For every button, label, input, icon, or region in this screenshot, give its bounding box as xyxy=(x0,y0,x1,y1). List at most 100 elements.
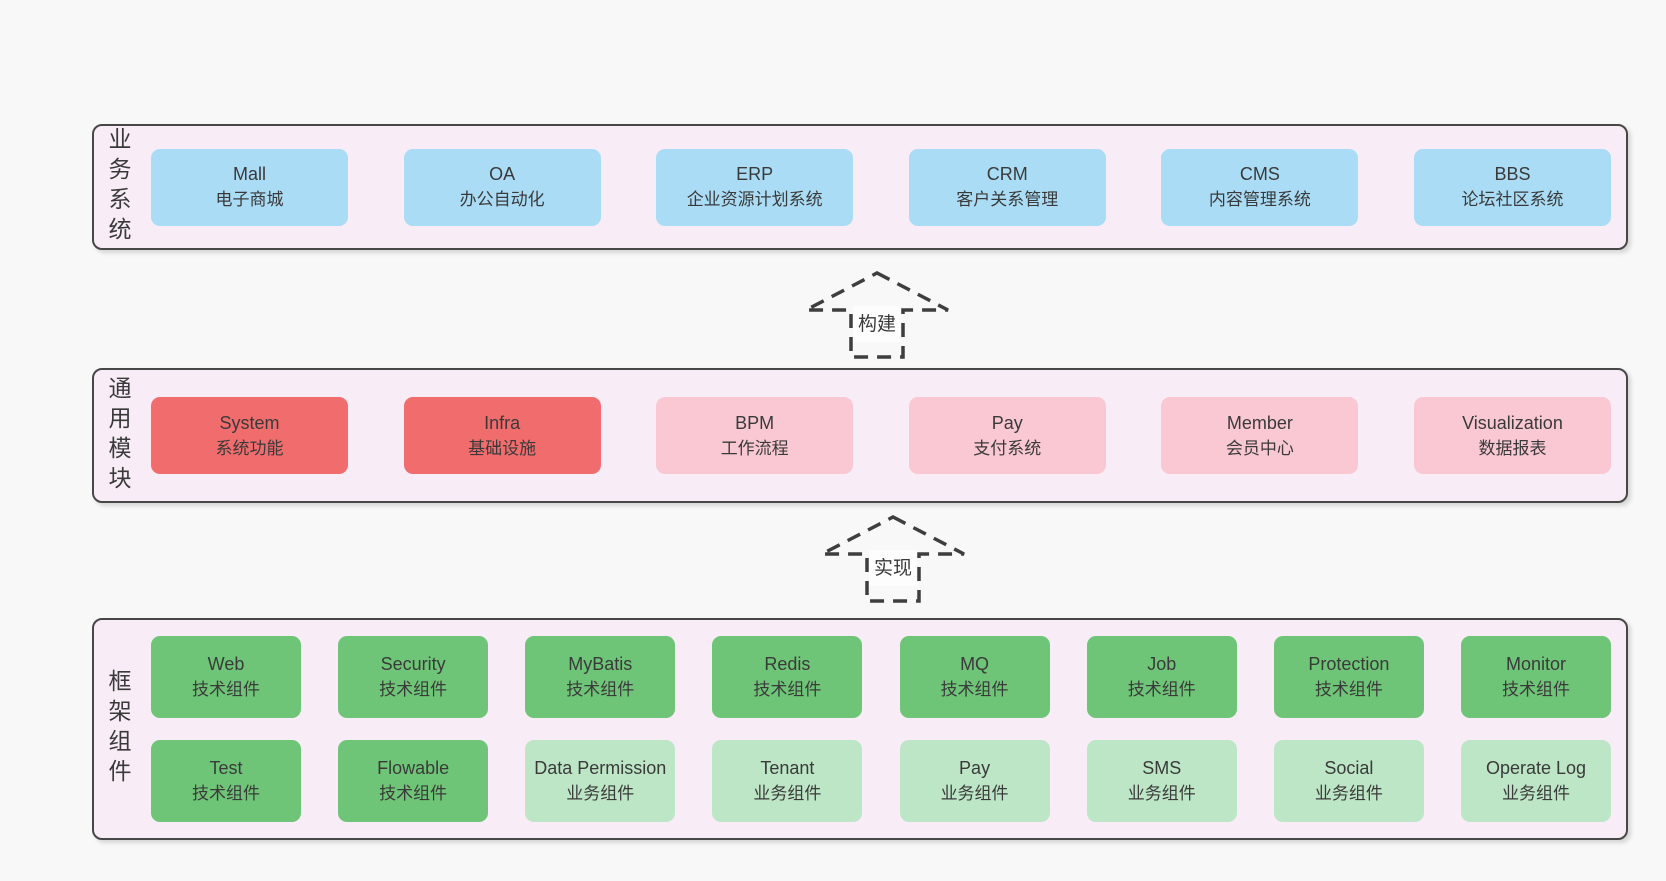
dashed-up-arrow-icon xyxy=(805,271,949,359)
module-box-title: CRM xyxy=(986,164,1028,184)
module-box-subtitle: 技术组件 xyxy=(192,784,260,803)
box-test: Test 技术组件 xyxy=(151,740,301,822)
module-box-subtitle: 论坛社区系统 xyxy=(1461,190,1564,209)
box-mybatis: MyBatis 技术组件 xyxy=(525,636,676,718)
module-box-title: OA xyxy=(489,164,516,184)
module-box-title: Pay xyxy=(991,412,1023,433)
module-box-subtitle: 业务组件 xyxy=(566,784,635,803)
band-framework-components: 内置组件 框架组件 Web 技术组件 Security 技术组件 MyBatis… xyxy=(38,618,1628,840)
module-box-subtitle: 数据报表 xyxy=(1478,438,1547,458)
module-box-title: Security xyxy=(380,654,446,674)
dashed-up-arrow-icon xyxy=(821,515,965,603)
module-box-subtitle: 电子商城 xyxy=(215,190,284,209)
box-protection: Protection 技术组件 xyxy=(1273,636,1424,718)
box-oa: OA 办公自动化 xyxy=(403,148,601,226)
band-business-systems: 业务系统 Mall 电子商城 OA 办公自动化 ERP 企业资源计划系统 CRM… xyxy=(92,124,1628,250)
box-mq: MQ 技术组件 xyxy=(899,636,1050,718)
module-box-subtitle: 技术组件 xyxy=(753,680,822,699)
module-box-subtitle: 技术组件 xyxy=(1501,680,1570,699)
module-box-subtitle: 业务组件 xyxy=(940,784,1009,803)
band-row: Mall 电子商城 OA 办公自动化 ERP 企业资源计划系统 CRM 客户关系… xyxy=(151,148,1611,226)
band-label: 框架组件 xyxy=(105,669,131,789)
band-label: 通用模块 xyxy=(105,375,131,496)
band-label: 业务系统 xyxy=(105,127,131,247)
up-arrow-: 构建 xyxy=(802,270,952,360)
module-box-subtitle: 技术组件 xyxy=(1314,680,1383,699)
box-erp: ERP 企业资源计划系统 xyxy=(656,148,854,226)
box-redis: Redis 技术组件 xyxy=(712,636,863,718)
sticky-note-common-modules: 内置功能 xyxy=(38,370,94,476)
box-pay: Pay 业务组件 xyxy=(899,740,1050,822)
module-box-title: Member xyxy=(1226,412,1293,433)
module-box-title: BPM xyxy=(735,412,775,433)
box-bbs: BBS 论坛社区系统 xyxy=(1413,148,1611,226)
module-box-title: Tenant xyxy=(760,758,815,778)
band-content: Web 技术组件 Security 技术组件 MyBatis 技术组件 Redi… xyxy=(151,620,1611,838)
module-box-title: Job xyxy=(1147,654,1177,674)
module-box-title: Visualization xyxy=(1462,412,1563,433)
module-box-subtitle: 业务组件 xyxy=(1501,784,1570,803)
module-box-title: Test xyxy=(209,758,243,778)
box-mall: Mall 电子商城 xyxy=(151,148,348,226)
band-content: Mall 电子商城 OA 办公自动化 ERP 企业资源计划系统 CRM 客户关系… xyxy=(151,126,1611,248)
module-box-subtitle: 会员中心 xyxy=(1225,438,1294,458)
sticky-note-label: 内置组件 xyxy=(54,670,78,775)
module-box-title: Web xyxy=(207,654,245,674)
module-box-subtitle: 技术组件 xyxy=(379,784,448,803)
sticky-note-framework-components: 内置组件 xyxy=(38,655,94,790)
module-box-title: Social xyxy=(1324,758,1374,778)
box-crm: CRM 客户关系管理 xyxy=(908,148,1106,226)
module-box-title: Flowable xyxy=(377,758,450,778)
box-system: System 系统功能 xyxy=(151,397,348,474)
module-box-subtitle: 基础设施 xyxy=(468,438,537,458)
box-cms: CMS 内容管理系统 xyxy=(1161,148,1359,226)
module-box-subtitle: 技术组件 xyxy=(379,680,448,699)
module-box-subtitle: 内容管理系统 xyxy=(1208,190,1311,209)
module-box-subtitle: 系统功能 xyxy=(215,438,284,458)
box-data-permission: Data Permission 业务组件 xyxy=(525,740,676,822)
module-box-title: Monitor xyxy=(1505,654,1566,674)
box-job: Job 技术组件 xyxy=(1086,636,1237,718)
module-box-title: Infra xyxy=(484,412,521,433)
band-row: Test 技术组件 Flowable 技术组件 Data Permission … xyxy=(151,740,1611,822)
module-box-subtitle: 业务组件 xyxy=(1127,784,1196,803)
band-content: System 系统功能 Infra 基础设施 BPM 工作流程 Pay 支付系统… xyxy=(151,370,1611,501)
box-flowable: Flowable 技术组件 xyxy=(338,740,489,822)
band-row: System 系统功能 Infra 基础设施 BPM 工作流程 Pay 支付系统… xyxy=(151,397,1611,474)
module-box-title: Redis xyxy=(764,654,811,674)
module-box-subtitle: 技术组件 xyxy=(940,680,1009,699)
module-box-title: Pay xyxy=(959,758,991,778)
box-operate-log: Operate Log 业务组件 xyxy=(1460,740,1611,822)
module-box-title: SMS xyxy=(1142,758,1182,778)
arrow-label: 实现 xyxy=(868,550,918,586)
module-box-title: MyBatis xyxy=(568,654,633,674)
module-box-subtitle: 客户关系管理 xyxy=(956,190,1059,209)
module-box-subtitle: 技术组件 xyxy=(192,680,260,699)
module-box-title: ERP xyxy=(736,164,774,184)
module-box-subtitle: 办公自动化 xyxy=(459,190,545,209)
module-box-title: CMS xyxy=(1239,164,1280,184)
module-box-title: Protection xyxy=(1308,654,1390,674)
box-bpm: BPM 工作流程 xyxy=(656,397,854,474)
module-box-subtitle: 业务组件 xyxy=(1314,784,1383,803)
box-web: Web 技术组件 xyxy=(151,636,301,718)
module-box-subtitle: 工作流程 xyxy=(720,438,789,458)
module-box-title: MQ xyxy=(960,654,990,674)
box-security: Security 技术组件 xyxy=(338,636,489,718)
band-common-modules: 内置功能 通用模块 System 系统功能 Infra 基础设施 BPM 工作流… xyxy=(38,368,1628,503)
box-sms: SMS 业务组件 xyxy=(1086,740,1237,822)
box-social: Social 业务组件 xyxy=(1273,740,1424,822)
module-box-title: Operate Log xyxy=(1485,758,1587,778)
box-pay: Pay 支付系统 xyxy=(908,397,1106,474)
box-tenant: Tenant 业务组件 xyxy=(712,740,863,822)
module-box-subtitle: 业务组件 xyxy=(753,784,822,803)
module-box-subtitle: 支付系统 xyxy=(973,438,1042,458)
module-box-title: Data Permission xyxy=(534,758,667,778)
up-arrow-: 实现 xyxy=(818,514,968,604)
sticky-note-label: 内置功能 xyxy=(54,371,78,475)
module-box-title: Mall xyxy=(232,164,266,184)
module-box-subtitle: 技术组件 xyxy=(1127,680,1196,699)
band-row: Web 技术组件 Security 技术组件 MyBatis 技术组件 Redi… xyxy=(151,636,1611,718)
box-infra: Infra 基础设施 xyxy=(403,397,601,474)
